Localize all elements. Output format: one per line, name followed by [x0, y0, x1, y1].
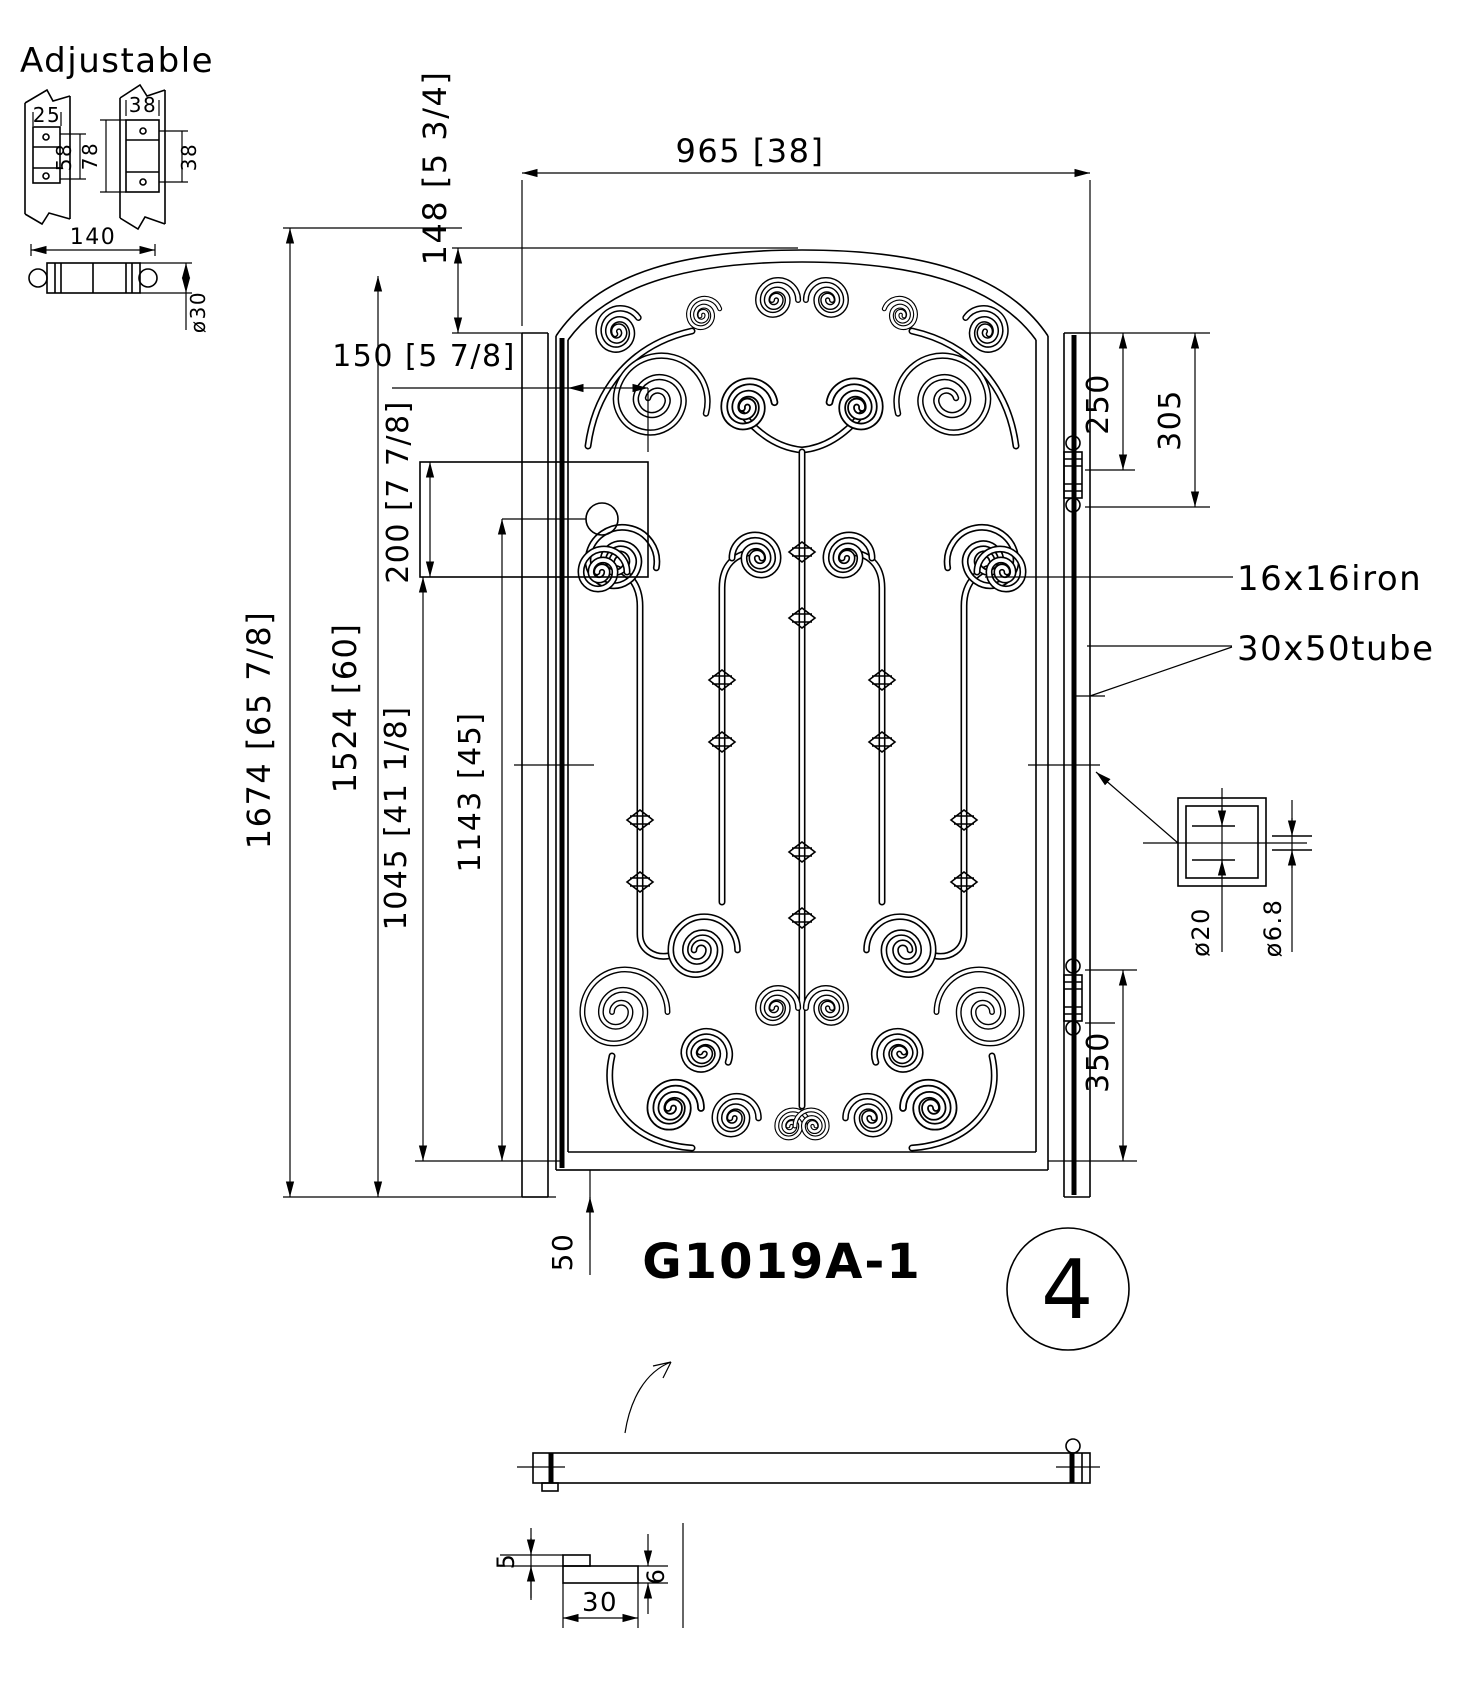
- sheet-number: 4: [1041, 1243, 1095, 1338]
- svg-text:1143 [45]: 1143 [45]: [453, 712, 488, 873]
- dim-1143: 1143 [45]: [415, 519, 562, 1162]
- dim-leaf-height: 1524 [60]: [326, 276, 383, 1197]
- dim-58: 58: [52, 143, 76, 171]
- dim-dia30: ø30: [186, 291, 210, 333]
- hinge-front-view: 38 78 38: [78, 83, 201, 231]
- adjustable-hinge-detail: Adjustable 25 58 38 78: [20, 41, 214, 333]
- dim-dia20: ø20: [1187, 907, 1215, 957]
- svg-text:50: 50: [546, 1233, 579, 1272]
- dim-arch-rise: 148 [5 3/4]: [416, 71, 798, 334]
- dim-30: 30: [582, 1588, 618, 1618]
- tube-section-detail: ø20 ø6.8: [1095, 771, 1312, 958]
- dim-38-top: 38: [129, 93, 157, 117]
- svg-text:200 [7 7/8]: 200 [7 7/8]: [381, 400, 416, 584]
- dim-250: 250: [1081, 332, 1210, 471]
- lower-hinge: [1063, 958, 1083, 1036]
- dim-78: 78: [78, 142, 102, 170]
- bottom-rail-section: 5 30 6: [492, 1523, 684, 1628]
- dim-25: 25: [33, 103, 61, 127]
- adjustable-label: Adjustable: [20, 41, 214, 81]
- dim-6: 6: [642, 1568, 670, 1585]
- bottom-rail-plan: [517, 1361, 1100, 1492]
- material-labels: 16x16iron 30x50tube: [985, 559, 1435, 697]
- dim-overall-width: 965 [38]: [521, 132, 1091, 333]
- dim-200: 200 [7 7/8]: [381, 400, 435, 584]
- hinge-barrel-view: 140 ø30: [28, 225, 210, 333]
- dim-1045: 1045 [41 1/8]: [379, 577, 428, 1161]
- dim-38-side: 38: [177, 143, 201, 171]
- gate-frame: [514, 249, 1105, 1198]
- dim-305: 305: [1085, 333, 1210, 508]
- svg-text:150 [5 7/8]: 150 [5 7/8]: [332, 339, 516, 374]
- hinge-side-view: 25 58: [24, 88, 86, 226]
- svg-text:250: 250: [1081, 373, 1116, 435]
- upper-hinge: [1063, 435, 1083, 513]
- sheet-balloon: [1006, 1227, 1130, 1351]
- dim-50: 50: [546, 1169, 600, 1275]
- dim-150: 150 [5 7/8]: [332, 339, 649, 452]
- dim-overall-height: 1674 [65 7/8]: [240, 227, 556, 1198]
- svg-text:350: 350: [1081, 1031, 1116, 1093]
- svg-text:1045 [41 1/8]: 1045 [41 1/8]: [379, 706, 414, 931]
- svg-text:1524 [60]: 1524 [60]: [326, 623, 364, 794]
- svg-text:1674 [65 7/8]: 1674 [65 7/8]: [240, 611, 278, 849]
- dim-140: 140: [70, 225, 117, 250]
- rotation-arrow: [624, 1361, 672, 1434]
- iron-label: 16x16iron: [1237, 559, 1422, 599]
- title-block: G1019A-1 4: [642, 1227, 1130, 1351]
- dimensions: 965 [38] 148 [5 3/4] 150 [5 7/8] 200 [7 …: [240, 71, 1210, 1275]
- dim-5: 5: [492, 1553, 520, 1570]
- dim-350: 350: [1048, 969, 1137, 1162]
- svg-text:305: 305: [1153, 389, 1188, 451]
- gate-scrollwork: [581, 280, 1023, 1152]
- tube-label: 30x50tube: [1237, 629, 1435, 669]
- lock-box-detail: [419, 461, 649, 578]
- svg-text:965 [38]: 965 [38]: [676, 132, 825, 170]
- svg-text:148 [5 3/4]: 148 [5 3/4]: [416, 71, 454, 266]
- dim-dia68: ø6.8: [1259, 899, 1287, 958]
- gate-elevation: [419, 249, 1105, 1198]
- drawing-title: G1019A-1: [642, 1234, 921, 1290]
